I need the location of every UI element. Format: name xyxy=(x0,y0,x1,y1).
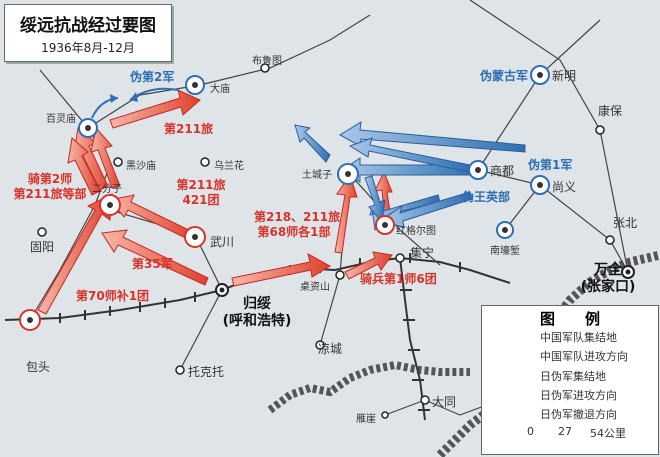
legend-item-enemy-concentration: 日伪军集结地 xyxy=(540,370,606,383)
unit-qibing: 骑兵第1师6团 xyxy=(360,272,437,286)
place-tuchengzi: 土城子 xyxy=(302,170,332,181)
place-honggeertu: 红格尔图 xyxy=(396,226,436,237)
place-bailingmiao: 百灵庙 xyxy=(46,114,76,125)
place-zhuozishan: 桌资山 xyxy=(300,282,330,293)
place-zhangbei: 张北 xyxy=(613,216,638,230)
unit-lv211-top: 第211旅 xyxy=(164,122,214,136)
place-yanya: 雁崖 xyxy=(356,414,376,425)
unit-qi2shi: 骑第2师 xyxy=(27,172,73,186)
map-title: 绥远抗战经过要图 xyxy=(20,16,156,36)
place-liangcheng: 凉城 xyxy=(318,342,343,356)
place-wanquan-name: 万全 xyxy=(594,262,622,278)
railway-south xyxy=(399,257,426,421)
place-guisui-alt: (呼和浩特) xyxy=(222,313,292,329)
title-box: 绥远抗战经过要图 1936年8月-12月 xyxy=(4,4,172,62)
scale-tick-0: 0 xyxy=(527,425,534,438)
place-datong: 大同 xyxy=(432,395,457,409)
place-heishamiao: 黑沙庙 xyxy=(126,161,156,172)
place-wanquan-alt: (张家口) xyxy=(580,279,636,295)
place-wuchuan: 武川 xyxy=(210,235,235,249)
scale-tick-27: 27 xyxy=(558,425,572,438)
legend-item-enemy-retreat: 日伪军撤退方向 xyxy=(540,408,617,421)
unit-weiwangying: 伪王英部 xyxy=(462,190,511,204)
legend: 图例 中国军队集结地 中国军队进攻方向 日伪军集结地 日伪军进攻方向 日伪军撤退… xyxy=(481,305,659,455)
place-guisui-name: 归绥 xyxy=(243,296,271,312)
great-wall-2 xyxy=(267,360,470,414)
place-xinming: 新明 xyxy=(552,69,577,83)
place-baotou: 包头 xyxy=(26,360,51,374)
unit-combo-group: 第218、211旅 第68师各1部 xyxy=(254,210,341,240)
unit-wei2jun: 伪第2军 xyxy=(130,70,175,84)
map-subtitle: 1936年8月-12月 xyxy=(41,41,135,55)
town-markers xyxy=(37,63,615,419)
place-tuoketuo: 托克托 xyxy=(188,365,225,379)
unit-lv211: 第211旅 xyxy=(176,178,226,192)
place-kangbao: 康保 xyxy=(598,104,623,118)
place-nanhaoqian: 南壕堑 xyxy=(490,246,520,257)
legend-item-enemy-attack: 日伪军进攻方向 xyxy=(540,389,617,402)
unit-wei1jun: 伪第1军 xyxy=(528,158,573,172)
legend-title: 图例 xyxy=(539,310,630,328)
unit-shi70: 第70师补1团 xyxy=(76,289,150,303)
unit-combo1: 第218、211旅 xyxy=(254,210,341,224)
unit-lv211-group: 第211旅 421团 xyxy=(170,178,232,208)
legend-item-china-attack: 中国军队进攻方向 xyxy=(540,350,628,363)
china-attack-arrows xyxy=(37,89,393,315)
unit-tuan421: 421团 xyxy=(182,193,220,207)
place-erfenzi: 二分子 xyxy=(92,184,122,195)
unit-qi2shi-group: 骑第2师 第211旅等部 xyxy=(10,172,90,202)
scale-tick-54: 54公里 xyxy=(590,427,626,440)
place-jining: 集宁 xyxy=(410,246,435,260)
place-guyang: 固阳 xyxy=(30,240,55,254)
place-wanquan: 万全 (张家口) xyxy=(568,262,648,296)
place-guisui: 归绥 (呼和浩特) xyxy=(212,296,302,330)
place-bulutu: 布鲁图 xyxy=(252,56,282,67)
china-concentration-dots xyxy=(27,202,388,323)
unit-lv211-etc: 第211旅等部 xyxy=(13,187,87,201)
place-shangyi: 尚义 xyxy=(552,180,577,194)
place-wulanhua: 乌兰花 xyxy=(214,161,244,172)
unit-jun35: 第35军 xyxy=(132,257,173,271)
legend-item-china-concentration: 中国军队集结地 xyxy=(540,331,617,344)
unit-combo2: 第68师各1部 xyxy=(257,225,331,239)
place-shangdu: 商都 xyxy=(490,164,515,178)
unit-weimenggu: 伪蒙古军 xyxy=(480,69,529,83)
place-damiao: 大庙 xyxy=(210,84,230,95)
